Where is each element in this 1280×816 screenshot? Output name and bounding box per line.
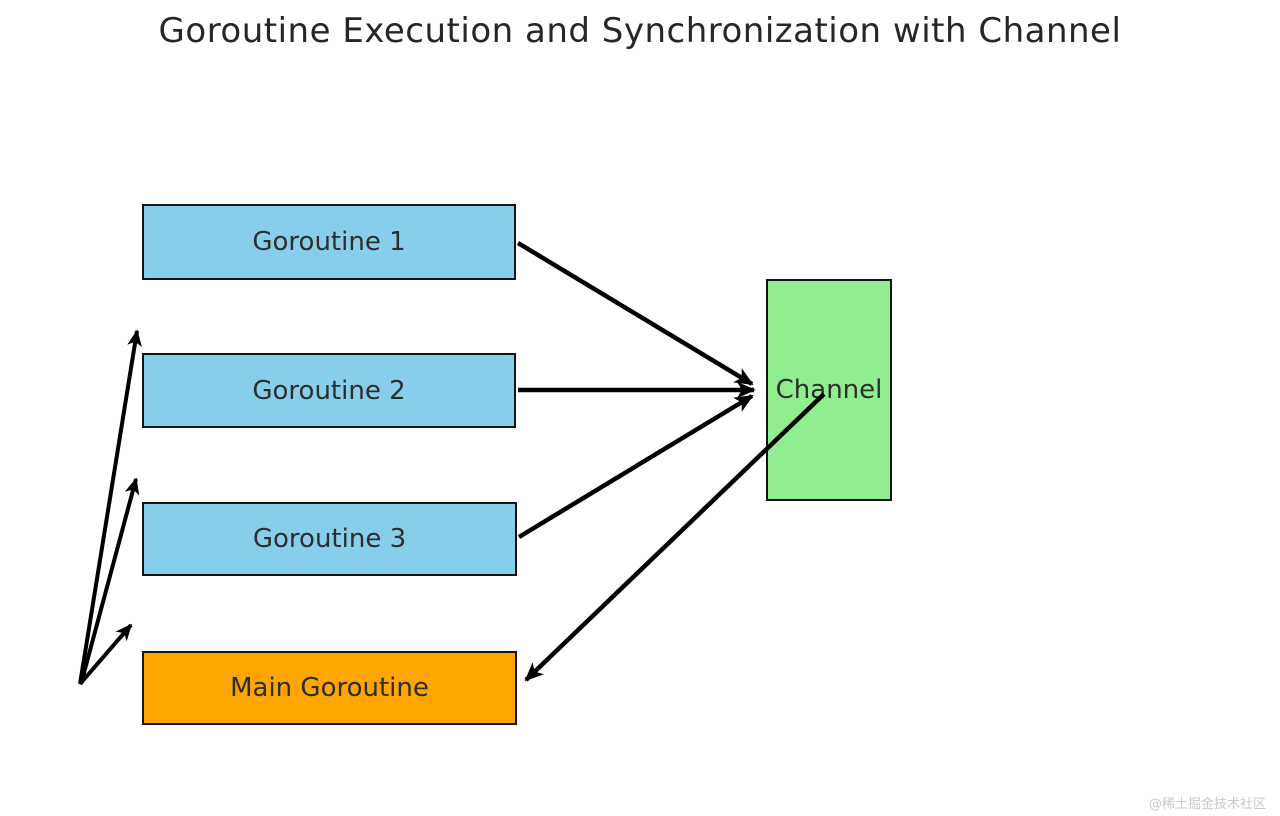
arrow-spawn-goroutine-3 xyxy=(78,623,133,686)
node-goroutine-1: Goroutine 1 xyxy=(142,204,516,280)
node-main-goroutine: Main Goroutine xyxy=(142,651,517,725)
node-main-goroutine-label: Main Goroutine xyxy=(230,673,429,703)
node-goroutine-2: Goroutine 2 xyxy=(142,353,516,428)
node-goroutine-3: Goroutine 3 xyxy=(142,502,517,576)
arrow-spawn-goroutine-2 xyxy=(79,477,140,685)
node-channel: Channel xyxy=(766,279,892,501)
arrow-goroutine3-to-channel xyxy=(517,394,754,539)
watermark: @稀土掘金技术社区 xyxy=(1148,797,1266,812)
node-channel-label: Channel xyxy=(775,375,883,405)
node-goroutine-2-label: Goroutine 2 xyxy=(252,375,406,406)
node-goroutine-3-label: Goroutine 3 xyxy=(252,524,407,554)
diagram-title: Goroutine Execution and Synchronization … xyxy=(158,11,1122,51)
node-goroutine-1-label: Goroutine 1 xyxy=(252,227,406,257)
arrow-goroutine1-to-channel xyxy=(516,241,754,386)
arrow-spawn-goroutine-1 xyxy=(78,329,142,685)
